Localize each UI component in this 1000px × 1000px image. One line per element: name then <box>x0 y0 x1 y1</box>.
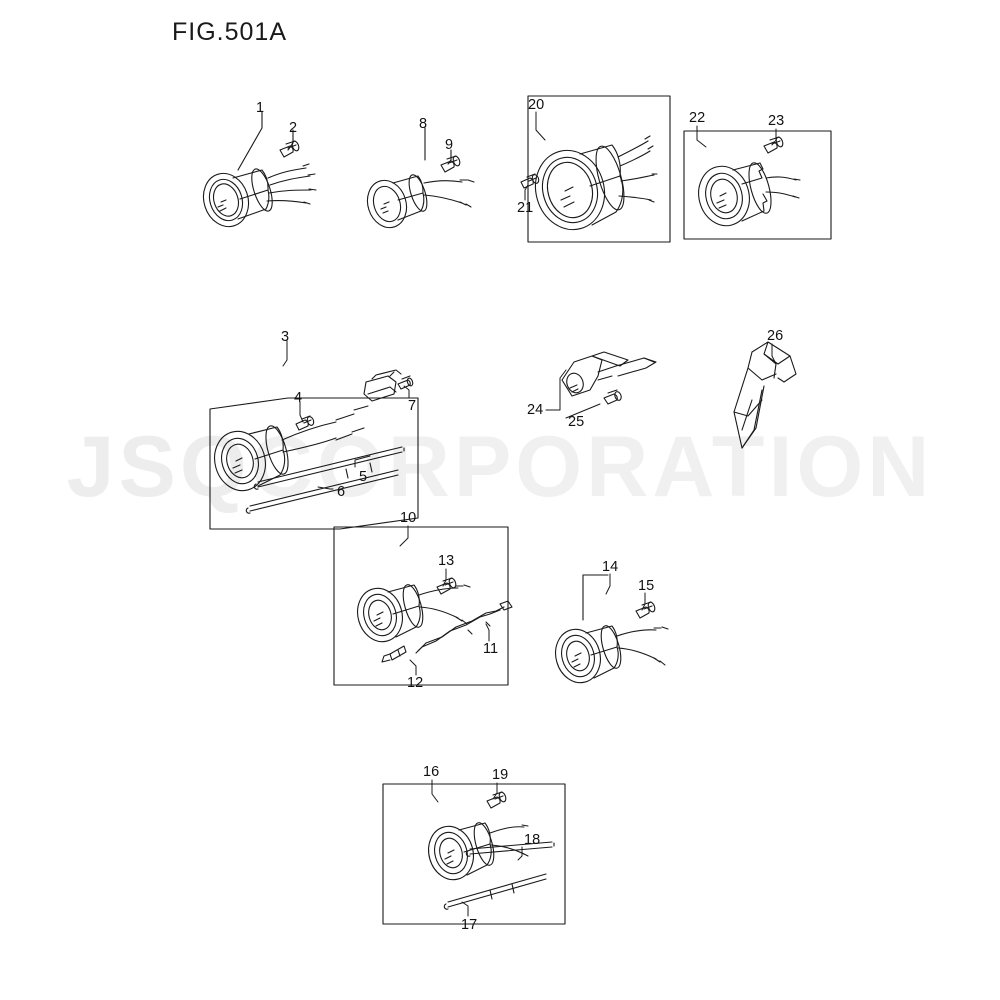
part-group-1 <box>202 111 317 228</box>
callout-6: 6 <box>337 484 346 500</box>
part-group-20 <box>520 95 671 243</box>
callout-14: 14 <box>602 559 619 575</box>
part-group-24 <box>545 351 657 419</box>
callout-9: 9 <box>445 137 454 153</box>
callout-1: 1 <box>256 100 265 116</box>
callout-15: 15 <box>638 578 655 594</box>
callout-16: 16 <box>423 764 440 780</box>
callout-17: 17 <box>461 917 478 933</box>
callout-5: 5 <box>359 469 368 485</box>
callout-11: 11 <box>483 641 499 657</box>
callout-12: 12 <box>407 675 424 691</box>
part-group-14 <box>555 573 669 684</box>
part-group-26 <box>733 341 797 449</box>
callout-22: 22 <box>689 110 706 126</box>
page-title: FIG.501A <box>172 18 287 46</box>
callout-13: 13 <box>438 553 455 569</box>
callout-18: 18 <box>524 832 541 848</box>
callout-20: 20 <box>528 97 545 113</box>
callout-26: 26 <box>767 328 784 344</box>
callout-8: 8 <box>419 116 428 132</box>
part-group-16 <box>382 779 566 925</box>
callout-3: 3 <box>281 329 290 345</box>
part-group-3 <box>209 340 419 530</box>
callout-24: 24 <box>527 402 544 418</box>
part-group-8 <box>366 127 475 229</box>
part-group-22 <box>683 125 832 240</box>
callout-7: 7 <box>408 398 417 414</box>
callout-19: 19 <box>492 767 509 783</box>
callout-23: 23 <box>768 113 785 129</box>
callout-10: 10 <box>400 510 417 526</box>
callout-4: 4 <box>294 390 303 406</box>
callout-21: 21 <box>517 200 534 216</box>
callout-2: 2 <box>289 120 298 136</box>
part-group-10 <box>333 525 513 686</box>
callout-25: 25 <box>568 414 585 430</box>
